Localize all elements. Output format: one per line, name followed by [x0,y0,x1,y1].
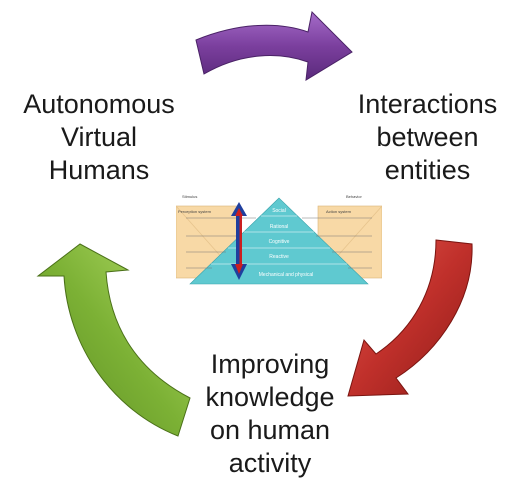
left-flow-arrows [186,217,256,269]
node-improving-knowledge: Improving knowledge on human activity [180,348,360,480]
perception-label: Perception system [178,209,212,214]
node-label-line: Virtual [60,122,138,152]
level-rational: Rational [270,224,288,230]
behavior-note: Behavior [346,194,362,199]
arrow-right-icon [347,239,473,397]
node-label-line: Interactions [357,89,498,119]
pyramid-diagram: Perception system Action system Stimulus… [176,194,382,285]
pyramid-shape [189,197,369,285]
node-autonomous-virtual-humans: Autonomous Virtual Humans [4,88,194,187]
vertical-double-arrow-icon [231,202,247,280]
right-flow-arrows [302,217,372,269]
stimulus-note: Stimulus [182,194,197,199]
node-label-line: knowledge [205,382,335,412]
level-reactive: Reactive [269,254,289,260]
node-label-line: entities [384,155,471,185]
node-label-line: Improving [210,349,330,379]
action-label: Action system [326,209,352,214]
arrow-left-icon [36,243,191,437]
node-interactions-between-entities: Interactions between entities [336,88,519,187]
level-cognitive: Cognitive [269,239,290,245]
node-label-line: activity [228,448,312,478]
node-label-line: Humans [48,155,150,185]
node-label-line: between [376,122,479,152]
level-social: Social [272,208,286,214]
arrow-top-icon [195,10,353,81]
node-label-line: on human [209,415,331,445]
level-mechanical: Mechanical and physical [259,272,313,278]
node-label-line: Autonomous [23,89,175,119]
